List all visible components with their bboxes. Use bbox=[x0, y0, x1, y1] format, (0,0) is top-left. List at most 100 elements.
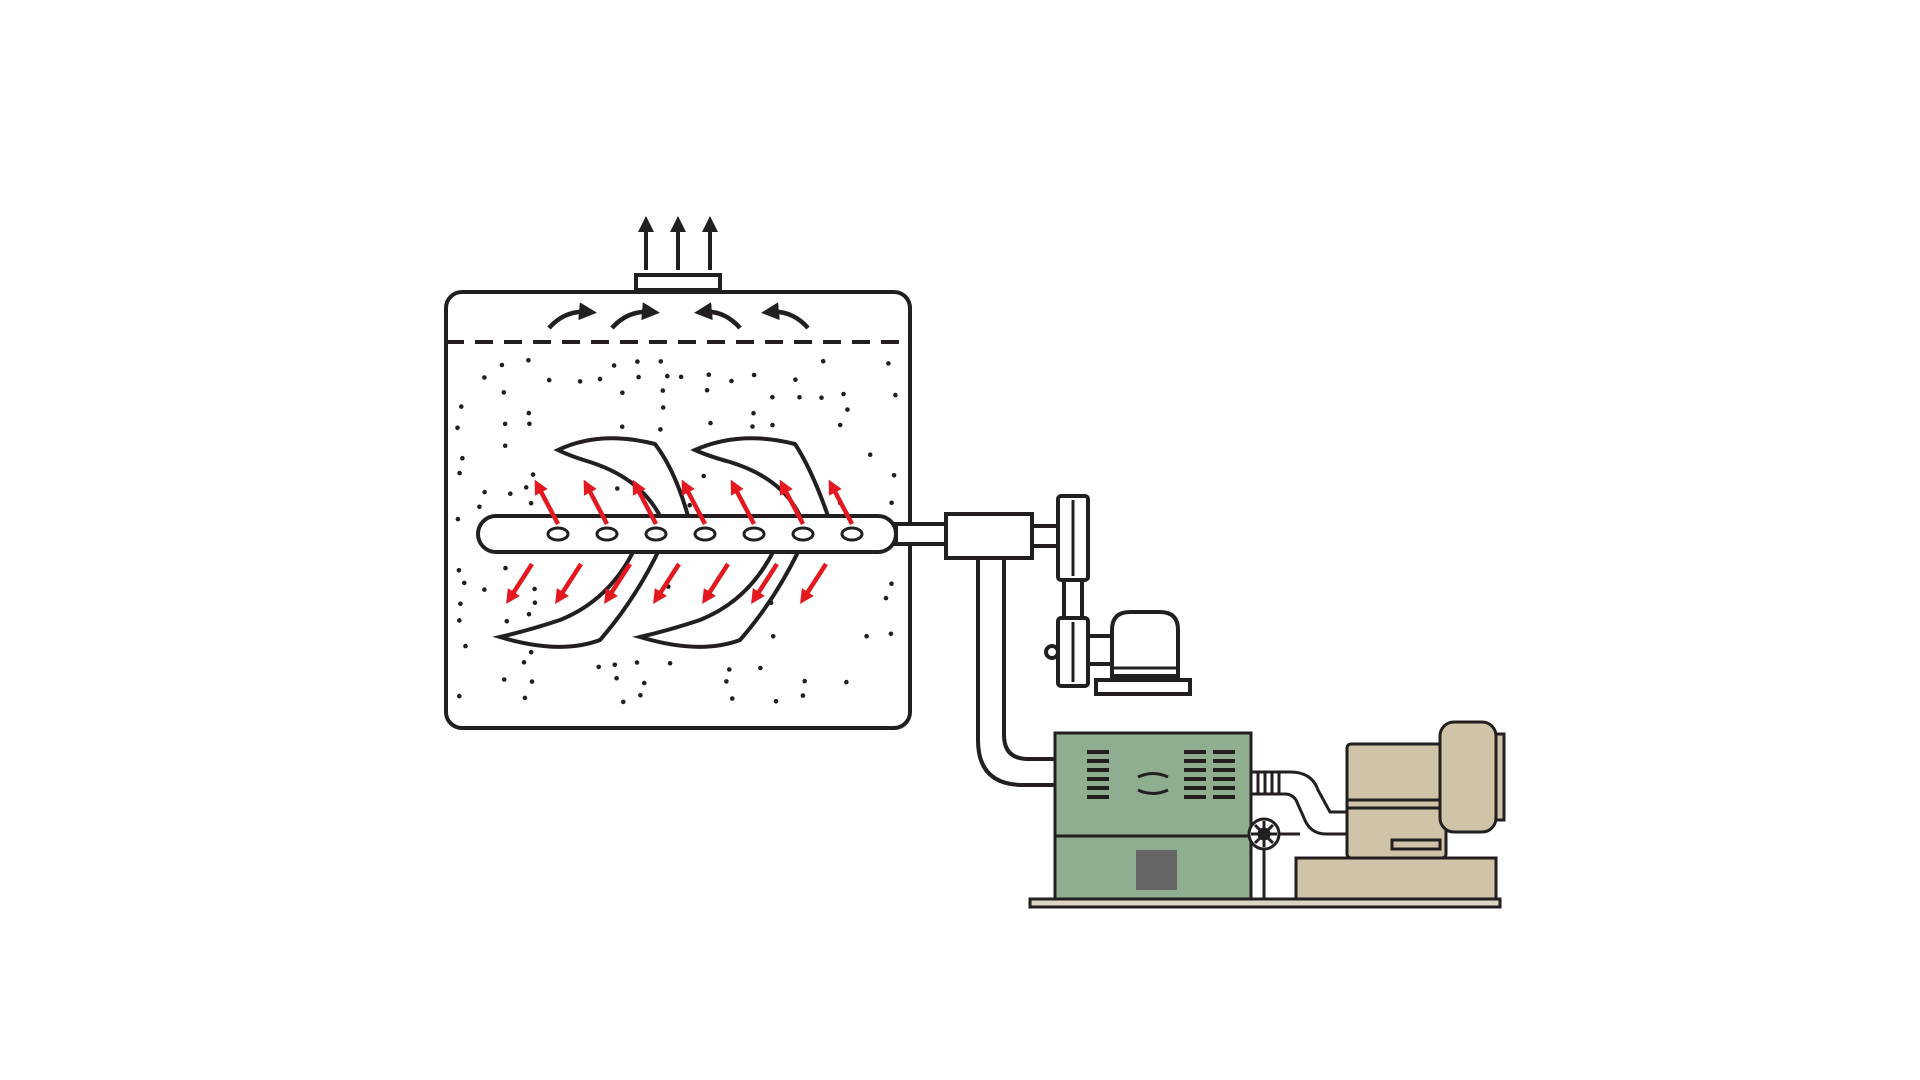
red-arrow-up-icon bbox=[681, 479, 707, 526]
blower-vents bbox=[1087, 750, 1235, 799]
particle-dot bbox=[678, 374, 684, 380]
particle-dot bbox=[758, 665, 763, 671]
vent-slot bbox=[1087, 768, 1109, 772]
curved-arrow-icon bbox=[761, 302, 810, 330]
particle-dot bbox=[455, 425, 460, 431]
pipe-icon bbox=[976, 558, 1055, 787]
motor-icon bbox=[1110, 610, 1180, 678]
particle-dot bbox=[501, 390, 507, 395]
air-hole-icon bbox=[742, 526, 766, 542]
particle-dot bbox=[612, 662, 618, 668]
vent-slot bbox=[1184, 786, 1206, 790]
particle-dot bbox=[687, 502, 692, 508]
motor-base bbox=[1094, 678, 1192, 696]
particle-dot bbox=[701, 473, 706, 479]
particle-dot bbox=[888, 631, 894, 637]
blower-motor bbox=[1294, 720, 1506, 901]
pipe-icon bbox=[1002, 558, 1055, 761]
air-supply-pipe bbox=[976, 558, 1055, 787]
particle-dot bbox=[502, 443, 508, 449]
particle-dot bbox=[641, 680, 647, 686]
particle-dot bbox=[463, 643, 468, 649]
particle-dot bbox=[596, 664, 601, 670]
particle-dot bbox=[889, 581, 894, 586]
particle-dot bbox=[770, 422, 775, 428]
vent-slot bbox=[1087, 786, 1109, 790]
particle-dot bbox=[819, 395, 824, 401]
particle-dot bbox=[770, 394, 775, 400]
air-hole-icon bbox=[693, 526, 717, 542]
particle-dot bbox=[665, 373, 670, 379]
red-arrow-up-icon bbox=[583, 479, 609, 526]
particle-dot bbox=[457, 693, 462, 699]
particle-dot bbox=[820, 358, 826, 364]
vent-slot bbox=[1213, 768, 1235, 772]
particle-dot bbox=[864, 633, 869, 639]
logo-mark-icon bbox=[1137, 772, 1169, 779]
elbow-pipe-icon bbox=[1277, 770, 1349, 836]
particle-dot bbox=[660, 388, 666, 393]
particle-dot bbox=[577, 379, 583, 384]
particle-dot bbox=[883, 595, 889, 601]
vent-slot bbox=[1087, 777, 1109, 781]
curved-arrow-icon bbox=[694, 302, 742, 330]
vent-slot bbox=[1184, 795, 1206, 799]
particle-dot bbox=[532, 600, 538, 605]
red-arrow-up-icon bbox=[779, 479, 805, 526]
particle-dot bbox=[526, 410, 532, 416]
particle-dot bbox=[459, 404, 464, 409]
particle-dot bbox=[532, 586, 537, 592]
red-arrow-down-icon bbox=[800, 562, 828, 605]
particle-dot bbox=[457, 618, 462, 623]
vent-icon bbox=[634, 273, 722, 292]
red-arrow-up-icon bbox=[534, 479, 560, 526]
coupling-icon bbox=[944, 512, 1034, 560]
particle-dot bbox=[841, 391, 846, 397]
motor-plinth bbox=[1294, 856, 1498, 901]
tensioner-icon bbox=[1044, 644, 1060, 660]
particle-dot bbox=[800, 693, 806, 698]
rotary-joint bbox=[944, 512, 1060, 560]
motor-shaft-housing bbox=[1086, 634, 1114, 666]
particle-dot bbox=[530, 472, 536, 477]
particle-dot bbox=[844, 679, 849, 685]
particle-dot bbox=[458, 601, 463, 607]
red-arrow-down-icon bbox=[653, 562, 681, 605]
particle-dot bbox=[482, 375, 487, 380]
shaft-extension bbox=[894, 522, 948, 546]
vent-slot bbox=[1213, 795, 1235, 799]
red-arrow-down-icon bbox=[751, 562, 779, 605]
particle-dot bbox=[802, 678, 807, 684]
shaft-icon bbox=[476, 514, 898, 554]
particle-dot bbox=[456, 568, 462, 573]
particle-dot bbox=[837, 422, 843, 428]
red-arrow-down-icon bbox=[702, 562, 730, 605]
particle-dot bbox=[867, 452, 873, 458]
particle-dot bbox=[704, 387, 710, 393]
particle-dot bbox=[477, 504, 482, 510]
particle-dot bbox=[503, 565, 508, 571]
particle-dot bbox=[502, 421, 508, 427]
particle-dot bbox=[527, 421, 532, 427]
particle-dot bbox=[797, 395, 802, 400]
particle-dot bbox=[773, 699, 779, 704]
particle-dot bbox=[886, 361, 891, 366]
red-arrow-down-icon bbox=[604, 562, 632, 605]
particle-dot bbox=[727, 667, 732, 672]
air-hole-icon bbox=[644, 526, 668, 542]
particle-dot bbox=[708, 420, 713, 426]
particle-dot bbox=[634, 660, 640, 665]
motor-end-cap bbox=[1494, 732, 1506, 822]
vent-slot bbox=[1213, 786, 1235, 790]
vent-slot bbox=[1213, 759, 1235, 763]
vent-slot bbox=[1184, 759, 1206, 763]
particle-dot bbox=[889, 500, 894, 506]
particle-dot bbox=[526, 611, 532, 617]
particle-dot bbox=[523, 485, 529, 490]
particle-dot bbox=[546, 377, 552, 383]
particle-dot bbox=[482, 587, 487, 592]
particle-dot bbox=[504, 618, 510, 624]
coupling-stub bbox=[1030, 524, 1060, 548]
exhaust-vent bbox=[634, 216, 722, 292]
curved-arrow-icon bbox=[610, 302, 660, 330]
